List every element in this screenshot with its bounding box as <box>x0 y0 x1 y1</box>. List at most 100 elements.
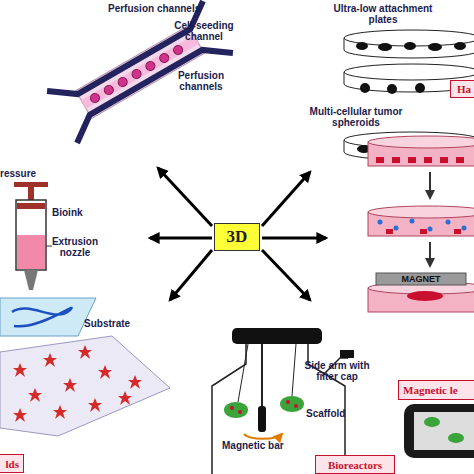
step-arrow <box>429 242 431 266</box>
spheroid <box>404 42 416 50</box>
petri-rim <box>368 136 474 148</box>
rotation-arrow <box>244 434 282 439</box>
cell <box>392 157 400 163</box>
plate-surface <box>0 336 170 436</box>
cell <box>420 229 427 234</box>
part-label: Multi-cellular tumor spheroids <box>296 106 416 128</box>
part-label: MAGNET <box>376 274 466 285</box>
nanoparticle <box>446 220 451 225</box>
spheroid <box>360 83 370 93</box>
method-caption: Ha <box>450 80 474 98</box>
cell <box>158 52 170 64</box>
bioink-fill <box>17 235 45 269</box>
scaffold-plate <box>0 336 170 436</box>
cell <box>454 229 461 234</box>
part-label: Ultra-low attachment plates <box>318 3 448 25</box>
filter-cap <box>340 350 354 358</box>
node-text: 3D <box>227 227 248 247</box>
cell-star <box>78 345 92 359</box>
step-arrow <box>429 172 431 198</box>
node-text: Bioreactors <box>328 459 382 471</box>
hanging-wire <box>238 344 248 402</box>
cell <box>89 92 101 104</box>
plunger-handle <box>14 182 48 187</box>
cell-star <box>118 391 132 405</box>
spheroid <box>415 83 425 93</box>
cell <box>230 406 234 410</box>
part-label: Substrate <box>84 318 130 329</box>
hanging-wire <box>292 344 296 396</box>
substrate-plate <box>0 298 96 336</box>
radial-arrow <box>262 237 326 240</box>
cell <box>408 157 416 163</box>
cell <box>424 157 432 163</box>
part-label: Perfusion channels <box>172 70 230 92</box>
nanoparticle <box>394 226 399 231</box>
plunger-head <box>17 203 45 209</box>
flask-cap <box>232 328 322 344</box>
cell <box>130 68 142 80</box>
scaffold <box>280 396 304 412</box>
nanoparticle <box>428 227 433 232</box>
radial-arrow <box>158 168 212 226</box>
method-caption: Magnetic le <box>398 380 474 400</box>
rotating-bioreactor <box>404 404 474 458</box>
node-text: Magnetic le <box>403 384 458 396</box>
nanoparticle <box>410 219 415 224</box>
cell-star <box>98 365 112 379</box>
ultra-low-plate <box>344 30 474 58</box>
reactor-body <box>404 404 474 458</box>
part-label: Cell-seeding channel <box>168 20 240 42</box>
part-label: Extrusion nozzle <box>46 236 104 258</box>
part-label: Bioink <box>52 207 83 218</box>
cell <box>376 157 384 163</box>
levitated-cells <box>407 291 443 301</box>
leader-line <box>46 246 52 247</box>
cell <box>144 60 156 72</box>
extrusion-nozzle <box>24 270 38 290</box>
cell-star <box>63 378 77 392</box>
part-label: Side arm with filter cap <box>298 360 376 382</box>
petri-rim <box>368 206 474 218</box>
cell <box>103 84 115 96</box>
cell-star <box>28 388 42 402</box>
reactor-chamber <box>414 412 474 450</box>
scaffold <box>224 402 248 418</box>
radial-arrow <box>262 172 310 226</box>
method-caption: Bioreactors <box>315 455 395 474</box>
printed-filament <box>12 308 72 326</box>
center-box: 3D <box>214 223 260 251</box>
part-label: Perfusion channels <box>108 3 200 14</box>
node-text: Ha <box>457 83 471 95</box>
cell-star <box>13 363 27 377</box>
part-label: Scaffold <box>306 408 345 419</box>
bioprinter <box>0 182 96 336</box>
cell-star <box>53 405 67 419</box>
cell-star <box>13 408 27 422</box>
magnetic-bar <box>258 406 266 432</box>
cell <box>440 157 448 163</box>
perfusion-channel <box>68 37 233 143</box>
magnet-bar <box>376 273 466 285</box>
stir-shaft <box>261 344 263 406</box>
radial-arrow <box>262 250 310 300</box>
radial-arrow <box>150 237 212 240</box>
node-text: lds <box>6 458 19 470</box>
method-caption: lds <box>0 454 24 473</box>
spheroid <box>428 43 442 51</box>
cell-star <box>88 398 102 412</box>
scaffold <box>424 417 440 427</box>
spheroid <box>454 42 466 50</box>
cell <box>456 157 464 163</box>
cell <box>117 76 129 88</box>
cell <box>286 400 290 404</box>
cell <box>294 404 298 408</box>
part-label: ressure <box>0 168 36 179</box>
cell <box>386 229 393 234</box>
spheroid <box>387 84 397 94</box>
cell-star <box>43 353 57 367</box>
cell <box>238 410 242 414</box>
magnetic-levitation <box>368 136 474 312</box>
plate-rim <box>344 64 474 80</box>
